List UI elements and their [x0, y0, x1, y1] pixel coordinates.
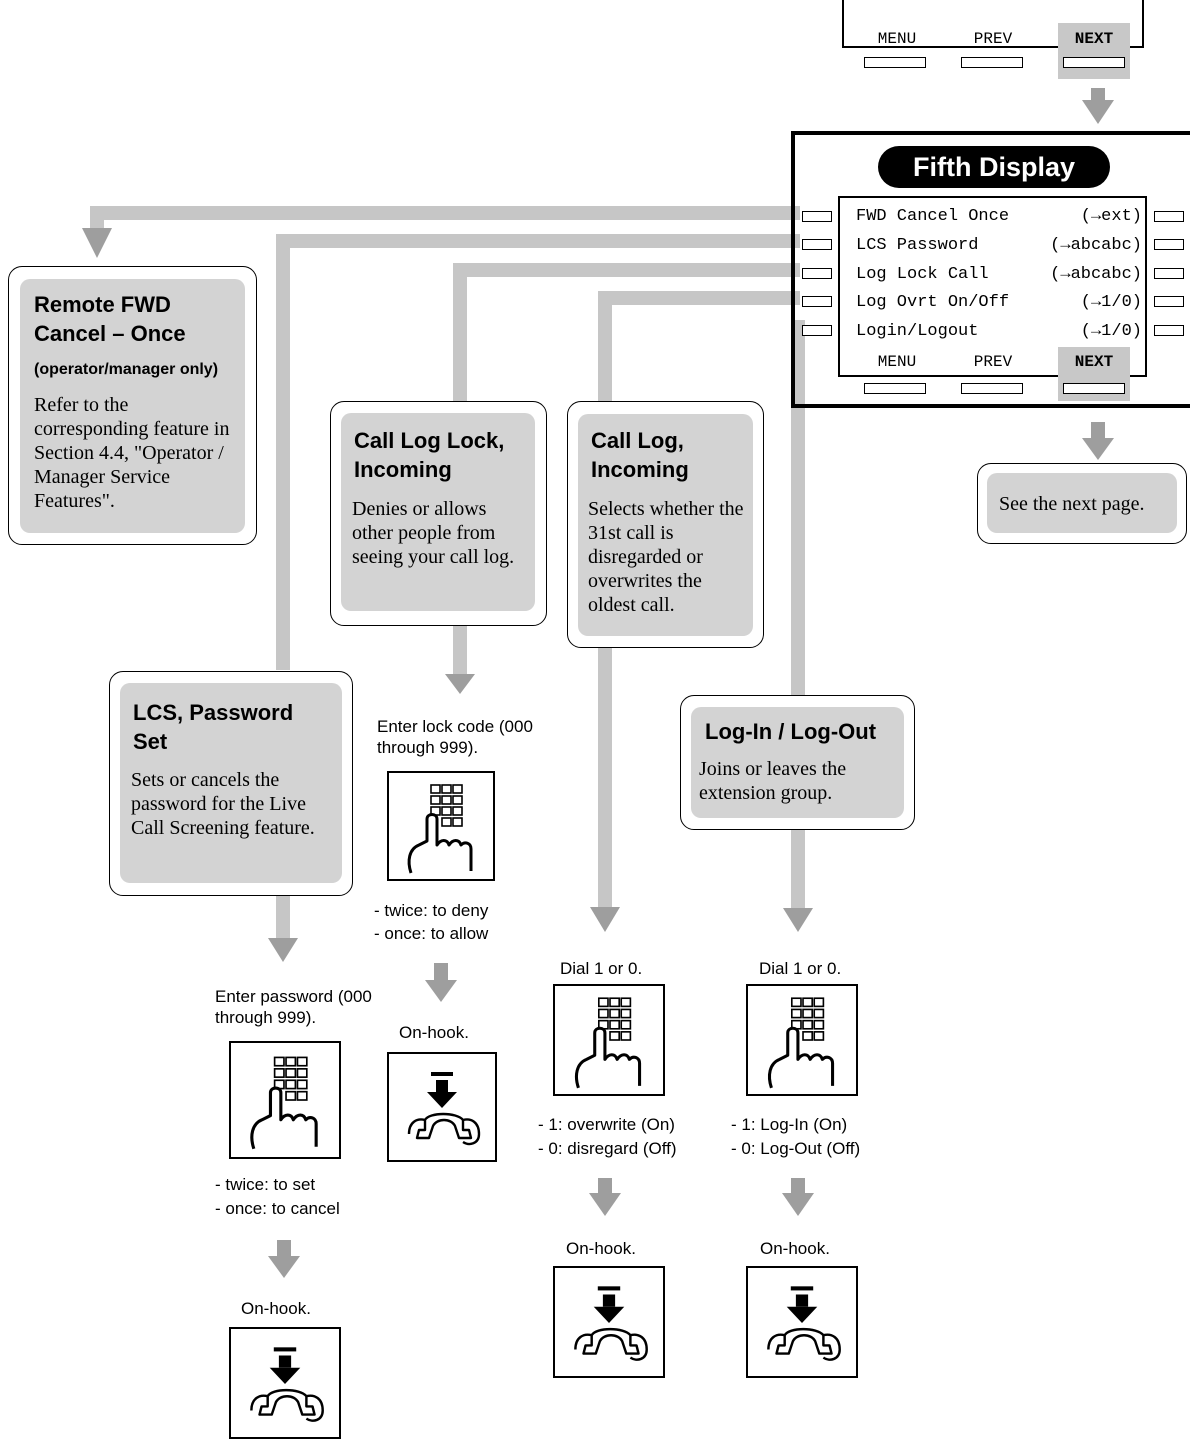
on-hook-icon: [250, 1347, 324, 1422]
lcs-option-cancel: - once: to cancel: [215, 1199, 340, 1218]
fifth-next-label: NEXT: [1074, 353, 1114, 371]
right-softkey-4[interactable]: [1154, 296, 1184, 307]
on-hook-icon: [574, 1286, 648, 1361]
lock-keypad-box: [387, 771, 495, 881]
menu-value-log-ovrt: (→1/0): [1080, 293, 1142, 312]
menu-softkey[interactable]: [864, 57, 926, 68]
on-hook-icon: [407, 1072, 481, 1146]
lcs-onhook-text: On-hook.: [241, 1299, 311, 1318]
login-keypad-box: [746, 984, 858, 1096]
left-softkey-5[interactable]: [802, 325, 832, 336]
right-softkey-2[interactable]: [1154, 239, 1184, 250]
arrow-login-onhook: [782, 1178, 814, 1216]
fifth-menu-label: MENU: [877, 353, 917, 371]
menu-label: MENU: [877, 30, 917, 48]
lock-option-allow: - once: to allow: [374, 924, 489, 943]
remote-fwd-description: Refer to the corresponding feature in Se…: [34, 394, 230, 512]
connector-lock: [453, 263, 800, 277]
connector-fwd: [90, 206, 800, 220]
login-onhook-box: [746, 1266, 858, 1378]
lock-option-deny: - twice: to deny: [374, 901, 489, 920]
log-onhook-box: [553, 1266, 665, 1378]
keypad-press-icon: [575, 997, 642, 1089]
arrow-top-next: [1082, 88, 1114, 124]
menu-value-log-lock: (→abcabc): [1050, 265, 1142, 284]
fifth-display-screen: [838, 196, 1147, 377]
menu-value-login: (→1/0): [1080, 322, 1142, 341]
call-log-title: Call Log, Incoming: [591, 428, 689, 482]
menu-value-lcs-password: (→abcabc): [1050, 236, 1142, 255]
login-option-off: - 0: Log-Out (Off): [731, 1139, 861, 1158]
login-dial-text: Dial 1 or 0.: [759, 959, 842, 978]
lock-onhook-box: [387, 1052, 497, 1162]
prev-softkey[interactable]: [961, 57, 1023, 68]
right-softkey-5[interactable]: [1154, 325, 1184, 336]
left-softkey-1[interactable]: [802, 211, 832, 222]
lcs-enter-text: Enter password (000 through 999).: [215, 987, 372, 1027]
call-log-lock-title: Call Log Lock, Incoming: [354, 428, 505, 482]
call-log-lock-description: Denies or allows other people from seein…: [352, 498, 515, 568]
fifth-menu-softkey[interactable]: [864, 383, 926, 394]
left-softkey-3[interactable]: [802, 268, 832, 279]
login-description: Joins or leaves the extension group.: [699, 758, 847, 804]
arrow-log-onhook: [589, 1178, 621, 1216]
fifth-prev-label: PREV: [973, 353, 1013, 371]
fifth-next-softkey[interactable]: [1063, 383, 1125, 394]
log-keypad-box: [553, 984, 665, 1096]
lcs-password-description: Sets or cancels the password for the Liv…: [131, 769, 315, 839]
menu-item-fwd-cancel: FWD Cancel Once: [856, 207, 1010, 226]
next-page-note: See the next page.: [999, 493, 1145, 515]
lcs-keypad-box: [229, 1041, 341, 1159]
lcs-onhook-box: [229, 1327, 341, 1439]
right-softkey-1[interactable]: [1154, 211, 1184, 222]
login-title: Log-In / Log-Out: [705, 719, 877, 744]
next-softkey[interactable]: [1063, 57, 1125, 68]
log-onhook-text: On-hook.: [566, 1239, 636, 1258]
remote-fwd-title: Remote FWD Cancel – Once: [34, 292, 186, 346]
left-softkey-2[interactable]: [802, 239, 832, 250]
call-log-description: Selects whether the 31st call is disrega…: [588, 498, 744, 616]
menu-value-fwd-cancel: (→ext): [1080, 207, 1142, 226]
login-option-on: - 1: Log-In (On): [731, 1115, 848, 1134]
arrow-lcs-onhook: [268, 1240, 300, 1278]
lcs-password-title: LCS, Password Set: [133, 700, 294, 754]
menu-item-log-ovrt: Log Ovrt On/Off: [856, 293, 1010, 312]
fifth-prev-softkey[interactable]: [961, 383, 1023, 394]
connector-login: [791, 320, 805, 700]
prev-label: PREV: [973, 30, 1013, 48]
menu-item-log-lock: Log Lock Call: [856, 265, 989, 284]
connector-lcs: [276, 234, 800, 248]
keypad-press-icon: [768, 997, 835, 1089]
connector-ovrt: [598, 291, 800, 305]
next-label: NEXT: [1074, 30, 1114, 48]
next-highlight: [1058, 23, 1130, 79]
lcs-option-set: - twice: to set: [215, 1175, 316, 1194]
menu-item-lcs-password: LCS Password: [856, 236, 979, 255]
keypad-press-icon: [250, 1056, 318, 1150]
log-option-off: - 0: disregard (Off): [538, 1139, 677, 1158]
menu-item-login: Login/Logout: [856, 322, 979, 341]
lock-onhook-text: On-hook.: [399, 1023, 469, 1042]
previous-display-frame: [842, 0, 1144, 48]
lock-enter-text: Enter lock code (000 through 999).: [377, 717, 533, 757]
left-softkey-4[interactable]: [802, 296, 832, 307]
remote-fwd-subtitle: (operator/manager only): [34, 361, 219, 378]
right-softkey-3[interactable]: [1154, 268, 1184, 279]
keypad-press-icon: [407, 784, 473, 874]
fifth-display-title: Fifth Display: [878, 146, 1110, 188]
log-dial-text: Dial 1 or 0.: [560, 959, 643, 978]
arrow-lock-onhook: [425, 963, 457, 1002]
log-option-on: - 1: overwrite (On): [538, 1115, 675, 1134]
arrow-fifth-next: [1082, 422, 1114, 460]
fifth-display-frame: [791, 131, 1190, 408]
on-hook-icon: [767, 1286, 841, 1361]
login-onhook-text: On-hook.: [760, 1239, 830, 1258]
